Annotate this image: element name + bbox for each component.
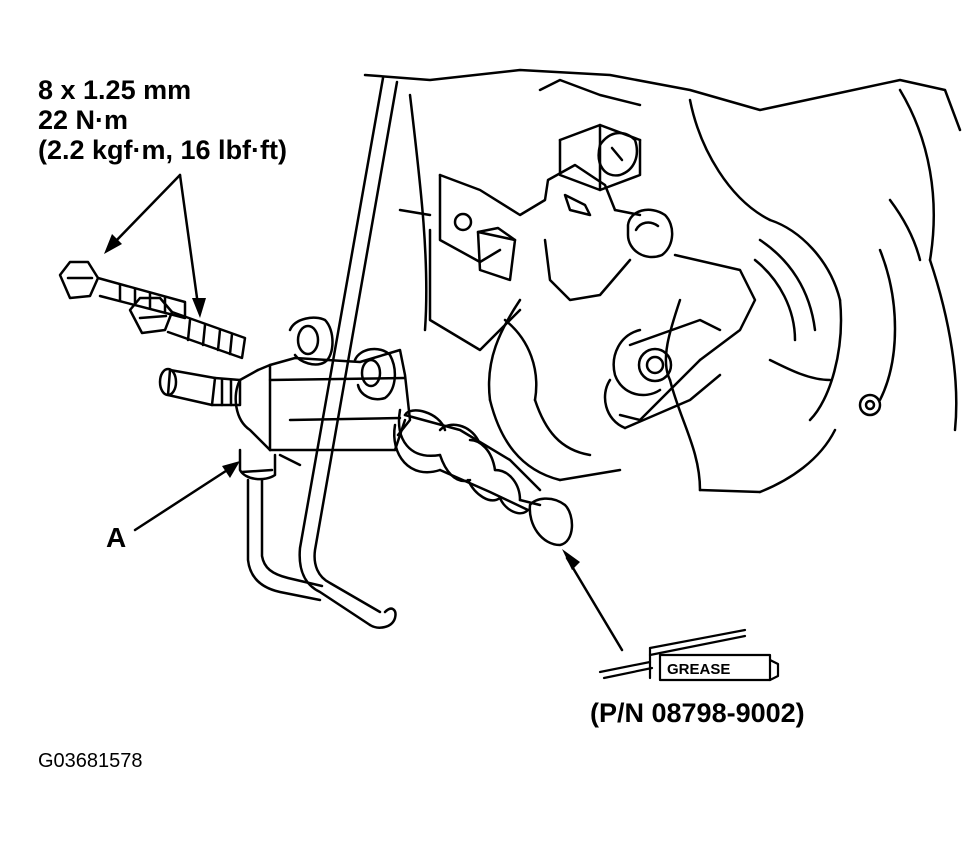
transmission-housing (363, 68, 962, 494)
clutch-pipe (298, 76, 399, 629)
figure-id: G03681578 (38, 750, 143, 772)
bolt-leader-line-1 (110, 173, 182, 247)
slave-cylinder (234, 316, 412, 467)
fitting-a-leader-line (133, 465, 234, 532)
bolt-size-text: 8 x 1.25 mm (38, 75, 192, 105)
grease-tube-icon: GREASE (598, 628, 780, 682)
bleeder-valve (158, 367, 242, 407)
arrowhead-icon (104, 234, 122, 254)
slave-cylinder-boot (392, 408, 542, 515)
grease-leader-line (565, 556, 624, 652)
arrowhead-icon (192, 298, 206, 318)
grease-part-number: (P/N 08798-9002) (590, 698, 805, 728)
push-rod-tip (528, 497, 574, 547)
bolt-leader-line-2 (178, 173, 200, 307)
bolt-spec-callout: 8 x 1.25 mm 22 N·m (2.2 kgf·m, 16 lbf·ft… (38, 75, 287, 165)
mounting-bolts (58, 260, 247, 360)
callout-label-a: A (106, 522, 127, 553)
line-fitting-a (238, 448, 324, 602)
release-fork-bracket (438, 131, 757, 430)
grease-tube-label: GREASE (667, 661, 730, 678)
arrowhead-icon (222, 461, 240, 478)
torque-nm-text: 22 N·m (38, 105, 129, 135)
arrowhead-icon (562, 549, 580, 570)
leader-lines (110, 173, 624, 652)
torque-alt-text: (2.2 kgf·m, 16 lbf·ft) (38, 135, 288, 165)
